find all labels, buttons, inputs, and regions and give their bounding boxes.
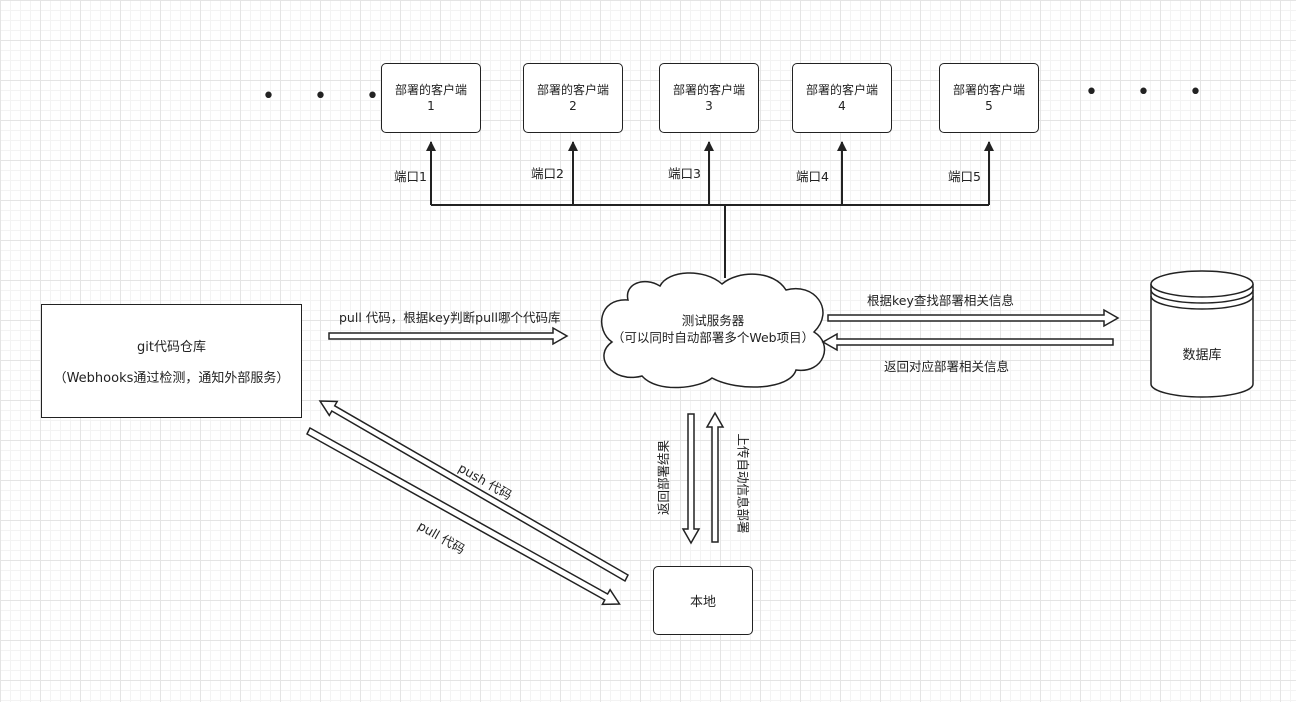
server-cloud-shape [600,272,826,389]
server-title: 测试服务器 [681,313,745,328]
arrow-local-to-server [705,411,725,543]
client-box-5: 部署的客户端 5 [939,63,1039,133]
arrow-git-to-local [306,426,621,606]
arrow-db-to-server [821,332,1114,352]
git-repo-box: git代码仓库 （Webhooks通过检测，通知外部服务） [41,304,302,418]
arrow-local-to-git [318,400,629,583]
database-cylinder [1150,270,1254,398]
git-repo-subtitle: （Webhooks通过检测，通知外部服务） [53,371,290,386]
client-number: 1 [427,99,435,113]
client-title: 部署的客户端 [805,83,878,97]
client-title: 部署的客户端 [394,83,467,97]
edge-label-server-to-local: 返回部署结果 [656,439,672,516]
port-connectors [426,141,994,278]
client-number: 2 [569,99,577,113]
port-label-5: 端口5 [948,169,981,184]
client-box-2: 部署的客户端 2 [523,63,623,133]
ellipsis-left: • • • [262,84,395,109]
client-title: 部署的客户端 [952,83,1025,97]
port-label-4: 端口4 [796,169,829,184]
database-label: 数据库 [1182,348,1222,363]
server-label: 测试服务器 （可以同时自动部署多个Web项目） [598,312,828,346]
client-number: 5 [985,99,993,113]
edge-label-local-to-server: 上传自动信息部署 [735,433,751,534]
git-repo-title: git代码仓库 [137,340,206,355]
client-number: 4 [838,99,846,113]
local-box: 本地 [653,566,753,635]
edge-label-server-to-db: 根据key查找部署相关信息 [867,293,1014,308]
edge-label-db-to-server: 返回对应部署相关信息 [884,359,1010,374]
port-label-1: 端口1 [394,169,427,184]
server-subtitle: （可以同时自动部署多个Web项目） [611,330,815,345]
port-label-3: 端口3 [668,166,701,181]
arrow-server-to-local [681,413,701,545]
arrow-git-to-server [328,326,569,346]
client-number: 3 [705,99,713,113]
client-title: 部署的客户端 [672,83,745,97]
client-box-3: 部署的客户端 3 [659,63,759,133]
arrow-server-to-db [827,308,1120,328]
client-box-1: 部署的客户端 1 [381,63,481,133]
client-title: 部署的客户端 [536,83,609,97]
ellipsis-right: • • • [1085,80,1218,105]
port-label-2: 端口2 [531,166,564,181]
client-box-4: 部署的客户端 4 [792,63,892,133]
local-title: 本地 [689,595,716,610]
edge-label-git-to-server: pull 代码，根据key判断pull哪个代码库 [339,310,561,325]
